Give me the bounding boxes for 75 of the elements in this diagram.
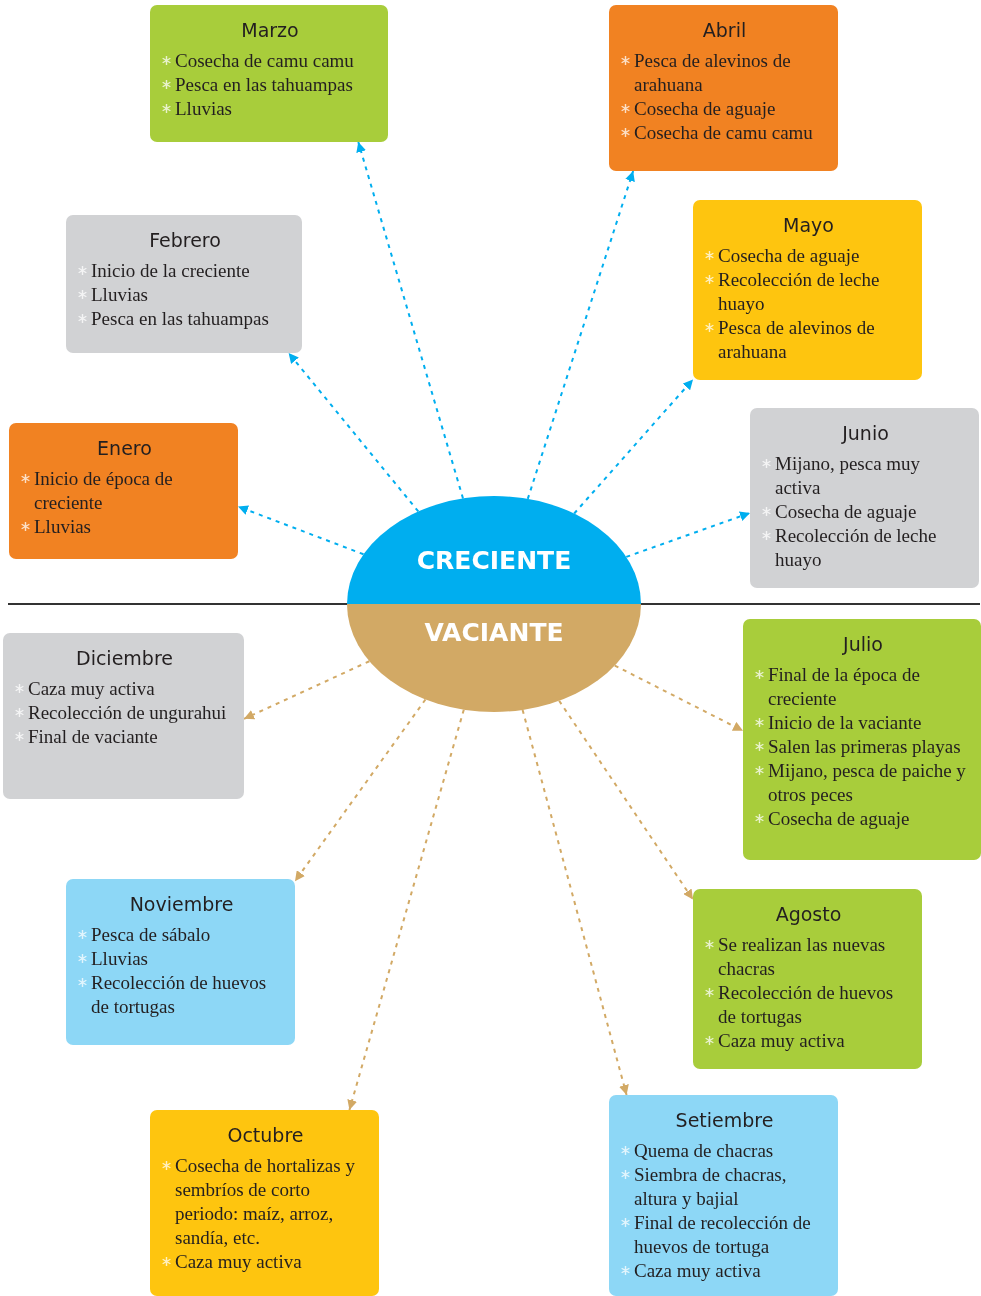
month-card	[693, 889, 922, 1069]
month-card	[693, 200, 922, 380]
activity-text: Recolección de huevos de tortugas	[718, 981, 895, 1029]
activity-text: Lluvias	[34, 515, 91, 539]
activity-text: Lluvias	[91, 947, 148, 971]
month-heading: Febrero	[148, 229, 222, 251]
arrow	[347, 708, 465, 1111]
arrow	[243, 660, 371, 720]
activity-text: Salen las primeras playas	[768, 735, 961, 759]
activity-text: Lluvias	[175, 97, 232, 121]
activity-text: Quema de chacras	[634, 1139, 774, 1163]
activity-text: Inicio de la vaciante	[768, 711, 922, 735]
month-heading: Marzo	[240, 19, 300, 41]
activity-text: Se realizan las nuevas chacras	[718, 933, 887, 981]
arrow	[613, 664, 744, 732]
arrow	[573, 378, 694, 515]
month-heading: Octubre	[226, 1124, 305, 1146]
activity-text: Final de vaciante	[28, 725, 158, 749]
arrow	[558, 699, 694, 901]
activity-text: Recolección de huevos de tortugas	[91, 971, 268, 1019]
activity-text: Cosecha de aguaje	[718, 244, 860, 268]
month-heading: Julio	[841, 633, 884, 655]
month-card	[3, 633, 244, 799]
activity-text: Recolección de ungurahui	[28, 701, 227, 725]
month-card	[9, 423, 238, 559]
activity-text: Pesca de sábalo	[91, 923, 211, 947]
activity-text: Siembra de chacras, altura y bajial	[634, 1163, 788, 1211]
activity-text: Inicio de época de creciente	[34, 467, 174, 515]
activity-text: Cosecha de aguaje	[775, 500, 917, 524]
season-label: CRECIENTE	[415, 546, 573, 575]
month-heading: Abril	[701, 19, 748, 41]
arrow	[294, 698, 427, 883]
month-card	[609, 5, 838, 171]
activity-text: Caza muy activa	[175, 1250, 302, 1274]
month-heading: Enero	[96, 437, 153, 459]
activity-text: Final de recolección de huevos de tortuga	[634, 1211, 812, 1259]
month-heading: Agosto	[774, 903, 843, 925]
season-label: VACIANTE	[423, 618, 565, 647]
activity-text: Caza muy activa	[28, 677, 155, 701]
activity-text: Cosecha de camu camu	[175, 49, 354, 73]
activity-text: Cosecha de hortalizas y sembríos de corto periodo: maíz, arroz, sandía, etc.	[175, 1154, 356, 1250]
month-heading: Setiembre	[674, 1109, 775, 1131]
activity-text: Pesca de alevinos de arahuana	[718, 316, 876, 364]
arrow	[625, 511, 751, 558]
activity-text: Recolección de leche huayo	[718, 268, 881, 316]
activity-text: Cosecha de aguaje	[634, 97, 776, 121]
arrow	[526, 170, 635, 500]
activity-text: Pesca en las tahuampas	[91, 307, 269, 331]
month-card	[150, 1110, 379, 1296]
activity-text: Final de la época de creciente	[768, 663, 921, 711]
month-heading: Junio	[840, 422, 890, 444]
activity-text: Mijano, pesca muy activa	[775, 452, 922, 500]
month-card	[743, 619, 981, 860]
arrow	[237, 505, 365, 556]
month-heading: Mayo	[782, 214, 835, 236]
month-card	[66, 215, 302, 353]
activity-text: Pesca de alevinos de arahuana	[634, 49, 792, 97]
activity-text: Caza muy activa	[634, 1259, 761, 1283]
arrow	[356, 141, 464, 500]
activity-text: Pesca en las tahuampas	[175, 73, 353, 97]
activity-text: Cosecha de aguaje	[768, 807, 910, 831]
activity-text: Cosecha de camu camu	[634, 121, 813, 145]
activity-text: Caza muy activa	[718, 1029, 845, 1053]
activity-text: Mijano, pesca de paiche y otros peces	[768, 759, 967, 807]
activity-text: Lluvias	[91, 283, 148, 307]
activity-text: Inicio de la creciente	[91, 259, 250, 283]
month-heading: Noviembre	[128, 893, 235, 915]
arrow	[287, 352, 420, 513]
month-card	[150, 5, 388, 142]
activity-text: Recolección de leche huayo	[775, 524, 938, 572]
month-card	[609, 1095, 838, 1296]
month-card	[66, 879, 295, 1045]
month-card	[750, 408, 979, 588]
arrow	[521, 708, 629, 1096]
month-heading: Diciembre	[75, 647, 174, 669]
